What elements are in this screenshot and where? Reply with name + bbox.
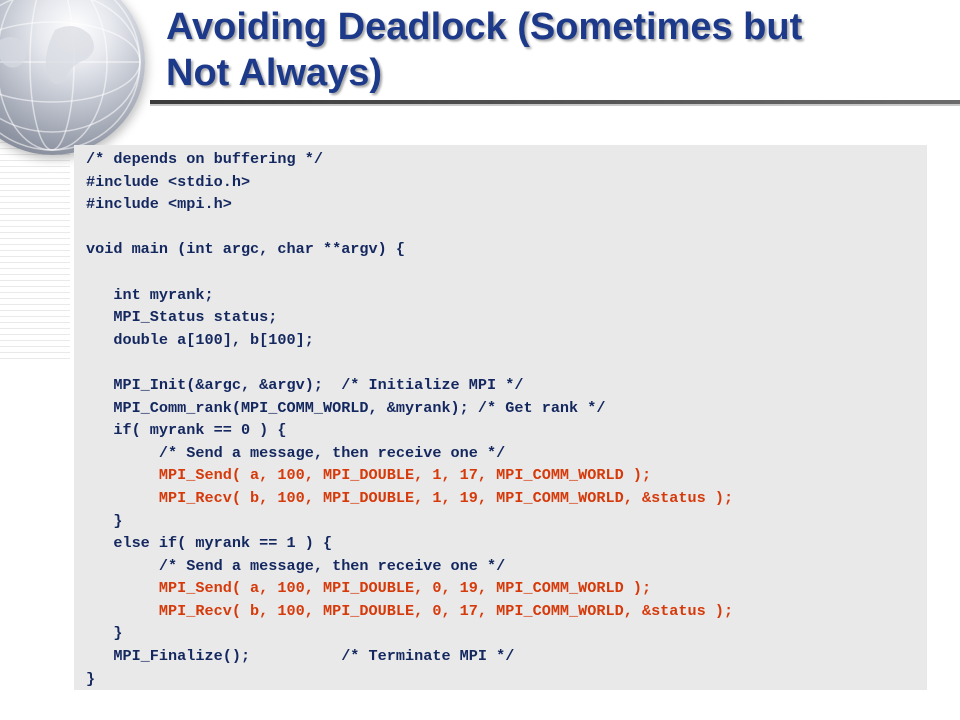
- code-line: #include <stdio.h>: [86, 172, 251, 191]
- code-line: int myrank;: [86, 285, 214, 304]
- code-line: [86, 261, 733, 284]
- code-line: /* Send a message, then receive one */: [86, 443, 506, 462]
- code-line: MPI_Finalize(); /* Terminate MPI */: [86, 647, 515, 666]
- code-line: [86, 216, 733, 239]
- code-line: double a[100], b[100];: [86, 330, 314, 349]
- globe-icon: [0, 0, 145, 155]
- code-listing: /* depends on buffering */ #include <stdi…: [86, 148, 733, 690]
- code-panel: [74, 145, 927, 690]
- code-line: /* Send a message, then receive one */: [86, 556, 506, 575]
- code-line: MPI_Send( a, 100, MPI_DOUBLE, 1, 17, MPI…: [86, 466, 652, 485]
- code-line: MPI_Send( a, 100, MPI_DOUBLE, 0, 19, MPI…: [86, 579, 652, 598]
- code-line: #include <mpi.h>: [86, 195, 232, 214]
- code-line: MPI_Recv( b, 100, MPI_DOUBLE, 1, 19, MPI…: [86, 488, 734, 507]
- code-line: if( myrank == 0 ) {: [86, 421, 287, 440]
- title-divider-shadow: [150, 104, 960, 106]
- code-line: MPI_Status status;: [86, 308, 278, 327]
- code-line: else if( myrank == 1 ) {: [86, 534, 333, 553]
- code-line: MPI_Recv( b, 100, MPI_DOUBLE, 0, 17, MPI…: [86, 601, 734, 620]
- code-line: }: [86, 669, 96, 688]
- code-line: MPI_Init(&argc, &argv); /* Initialize MP…: [86, 375, 524, 394]
- slide-title: Avoiding Deadlock (Sometimes but Not Alw…: [166, 4, 926, 96]
- code-line: [86, 351, 733, 374]
- title-line-1: Avoiding Deadlock (Sometimes but: [166, 6, 803, 48]
- code-line: /* depends on buffering */: [86, 150, 323, 168]
- title-divider: [150, 100, 960, 104]
- code-line: }: [86, 511, 123, 530]
- code-line: MPI_Comm_rank(MPI_COMM_WORLD, &myrank); …: [86, 398, 606, 417]
- code-line: }: [86, 624, 123, 643]
- code-line: void main (int argc, char **argv) {: [86, 240, 405, 259]
- title-line-2: Not Always): [166, 52, 383, 94]
- decorative-stripes: [0, 130, 70, 360]
